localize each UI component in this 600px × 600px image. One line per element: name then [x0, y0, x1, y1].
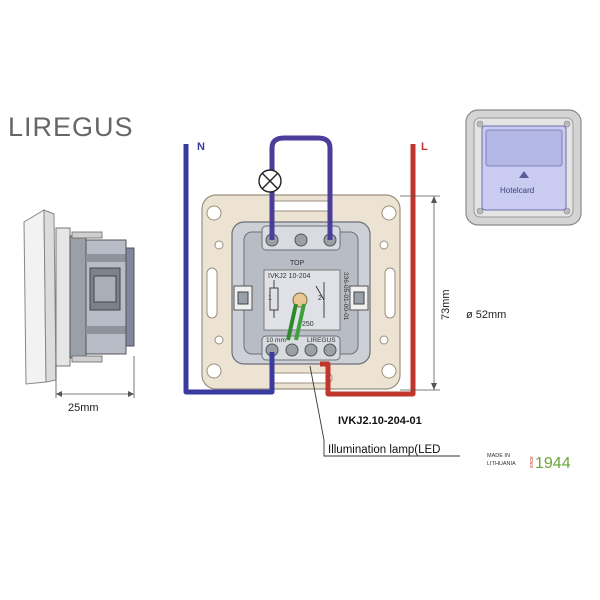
lamp-icon — [258, 169, 282, 193]
depth-dimension-label: 25mm — [68, 402, 99, 414]
height-dimension — [400, 195, 440, 391]
module-top-label: TOP — [290, 260, 305, 267]
made-in-label: MADE IN — [487, 453, 510, 459]
module-terminal-2: 2 — [318, 295, 322, 302]
hotelcard-faceplate — [465, 109, 582, 226]
year-label: 1944 — [535, 455, 571, 472]
neutral-wire — [183, 144, 275, 395]
module-brand-label: LIREGUS — [307, 337, 336, 344]
since-label: since — [529, 456, 535, 468]
origin-badge: MADE IN LITHUANIA since 1944 — [487, 453, 571, 472]
module-model-code: IVKJ2 10-204 — [268, 273, 311, 280]
lamp-callout-leader — [309, 365, 460, 457]
height-dimension-label: 73mm — [440, 289, 452, 320]
live-label: L — [421, 141, 428, 153]
hotelcard-label: Hotelcard — [500, 186, 534, 195]
module-terminal-1: 1 — [268, 295, 272, 302]
lamp-callout-label: Illumination lamp(LED — [328, 444, 441, 456]
model-number-callout: IVKJ2.10-204-01 — [338, 415, 422, 427]
lamp-loop-wire — [269, 135, 333, 240]
side-view — [23, 209, 135, 398]
switch-module — [231, 221, 371, 365]
diameter-label: ø 52mm — [466, 309, 506, 321]
country-label: LITHUANIA — [487, 461, 516, 467]
led-wires — [286, 303, 306, 341]
live-wire — [320, 144, 416, 397]
module-bottom-mid-label: 250 — [302, 321, 314, 328]
brand-logo: LIREGUS — [8, 112, 134, 142]
module-bottom-left-label: 10 mm — [266, 337, 286, 344]
neutral-label: N — [197, 141, 205, 153]
module-side-code: 336-05-01-00-01 — [342, 272, 349, 321]
